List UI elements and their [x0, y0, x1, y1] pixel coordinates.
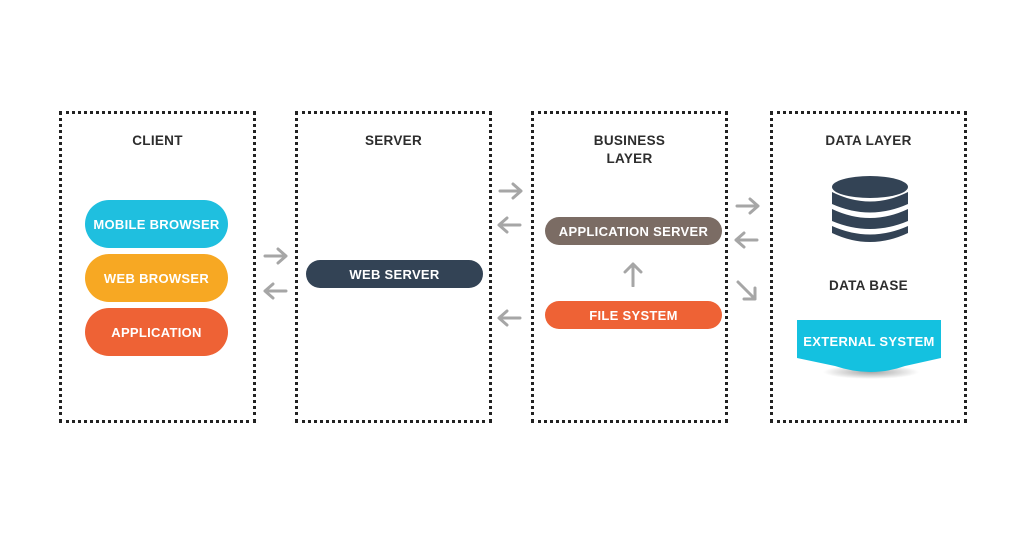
server-panel-title: SERVER	[364, 133, 423, 148]
client-panel-title: CLIENT	[132, 133, 183, 148]
file-system-node: FILE SYSTEM	[545, 301, 722, 329]
business-layer-panel-title: BUSINESS LAYER	[593, 133, 666, 166]
arrow-left-icon	[263, 282, 288, 300]
arrow-left-icon	[497, 216, 522, 234]
application-server-node: APPLICATION SERVER	[545, 217, 722, 245]
mobile-browser-node: MOBILE BROWSER	[85, 200, 228, 248]
arrow-right-icon	[735, 197, 760, 215]
arrow-right-icon	[263, 247, 288, 265]
database-icon	[832, 176, 908, 242]
arrow-left-icon	[497, 309, 522, 327]
external-system-node: EXTERNAL SYSTEM	[803, 333, 935, 349]
data-layer-panel-title: DATA LAYER	[825, 133, 912, 148]
client-panel: CLIENT MOBILE BROWSER WEB BROWSER APPLIC…	[59, 111, 256, 423]
arrow-right-icon	[498, 182, 523, 200]
business-layer-panel: BUSINESS LAYER APPLICATION SERVER FILE S…	[531, 111, 728, 423]
server-panel: SERVER WEB SERVER	[295, 111, 492, 423]
application-node: APPLICATION	[85, 308, 228, 356]
web-browser-node: WEB BROWSER	[85, 254, 228, 302]
external-system-shape	[797, 320, 941, 379]
arrow-left-icon	[734, 231, 759, 249]
web-server-node: WEB SERVER	[306, 260, 483, 288]
database-label: DATA BASE	[829, 278, 908, 293]
arrow-up-icon	[623, 262, 643, 287]
data-layer-panel: DATA LAYER DATA BASE EXTERNAL SYSTEM	[770, 111, 967, 423]
arrow-down-right-icon	[736, 280, 757, 301]
